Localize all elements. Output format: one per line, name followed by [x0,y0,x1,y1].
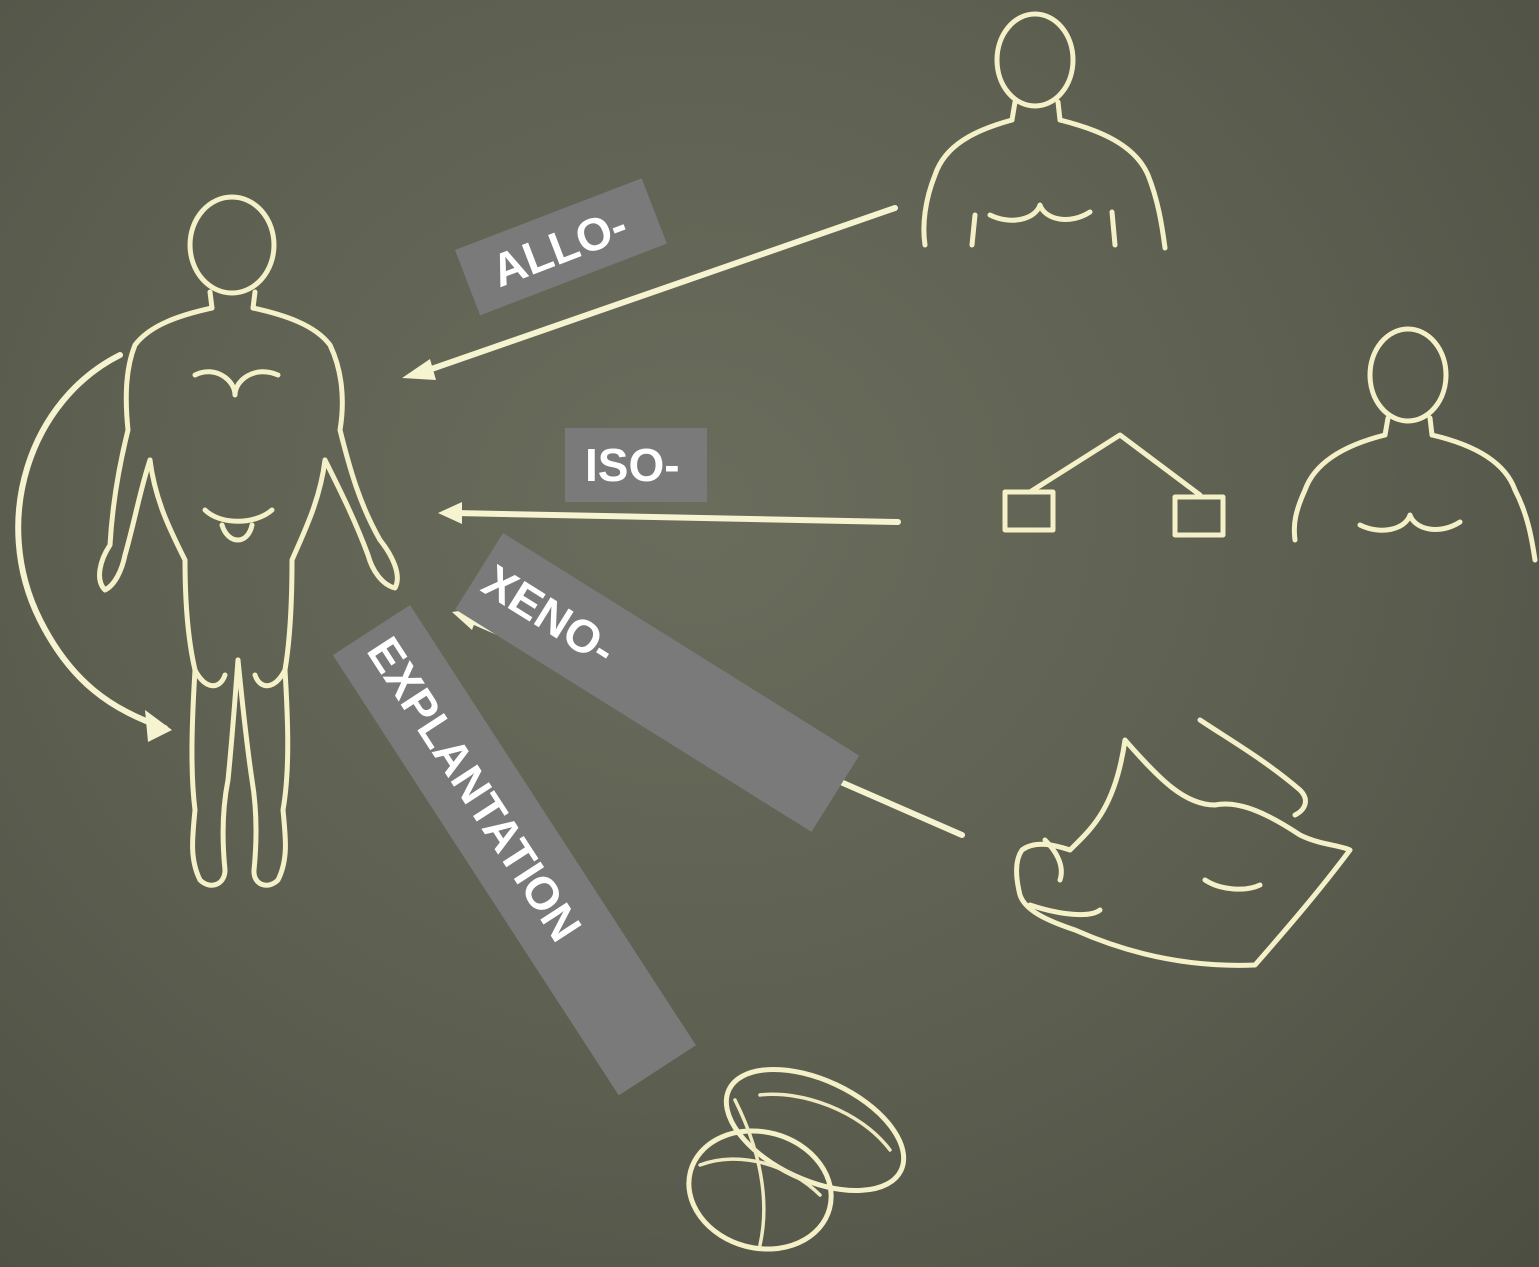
iso-twin-symbol [1005,435,1223,535]
allo-arrowhead [402,359,436,380]
iso-arrowhead [438,502,462,524]
iso-arrow-line [455,513,898,522]
explant-heart-valve [675,1045,922,1265]
iso-label-text: ISO- [585,442,680,488]
xeno-pig-head [1016,720,1350,965]
self-graft-arrowhead [145,710,172,742]
iso-label: ISO- [565,428,707,502]
iso-donor-torso [1294,329,1535,560]
allo-donor-torso [924,14,1165,248]
recipient-figure [100,197,398,885]
self-graft-curved-arrow [18,355,165,728]
